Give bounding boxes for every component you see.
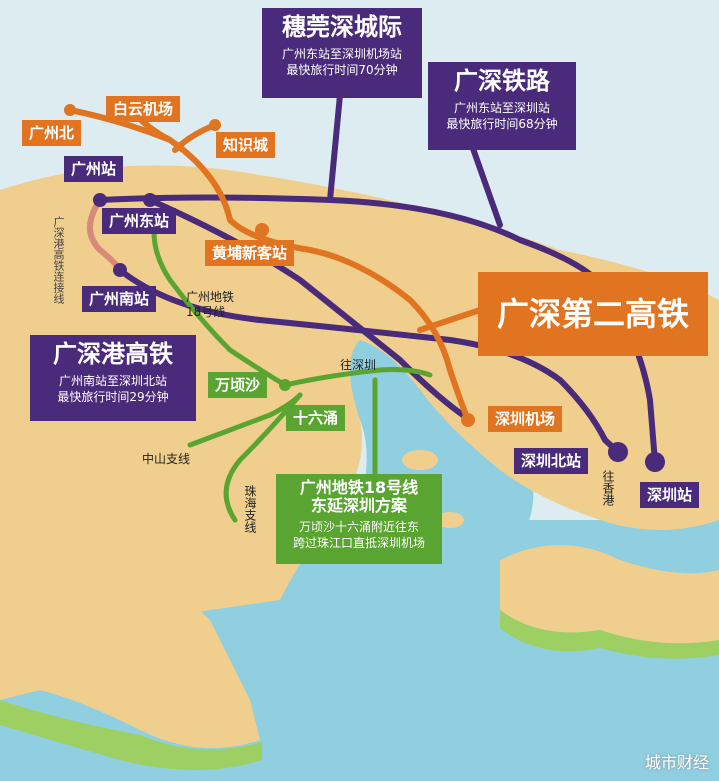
label-to-shenzhen: 往深圳 xyxy=(340,358,377,372)
station-guangzhou-north: 广州北 xyxy=(22,120,82,146)
callout-guangshen-line2: 最快旅行时间68分钟 xyxy=(446,116,558,131)
station-guangzhou-east: 广州东站 xyxy=(102,208,177,234)
line-suiguan-intercity xyxy=(147,197,473,423)
callout-metro18-line1: 万顷沙十六涌附近往东 xyxy=(298,519,419,534)
callout-guangshen-line1: 广州东站至深圳站 xyxy=(453,100,550,115)
line-metro-18-extension xyxy=(282,367,433,388)
callout-suiguan-line1: 广州东站至深圳机场站 xyxy=(281,46,402,61)
east-land xyxy=(500,545,719,644)
suiguan-pointer xyxy=(327,92,343,203)
station-baiyun-airport: 白云机场 xyxy=(106,96,181,122)
station-shenzhen-airport: 深圳机场 xyxy=(488,406,563,432)
label-to-hongkong: 往香港 xyxy=(601,470,615,506)
label-zhuhai-branch: 珠海支线 xyxy=(243,485,257,533)
callout-suiguan-title: 穗莞深城际 xyxy=(282,13,402,41)
orange-pointer xyxy=(417,307,483,333)
station-zhishicheng: 知识城 xyxy=(216,132,276,158)
station-wanqingsha: 万顷沙 xyxy=(208,372,268,398)
callout-second-hsr: 广深第二高铁 xyxy=(478,272,708,356)
callout-suiguan-intercity: 穗莞深城际 广州东站至深圳机场站 最快旅行时间70分钟 xyxy=(262,8,422,98)
guangshen-pointer xyxy=(467,137,503,228)
station-dots xyxy=(64,104,665,472)
callout-guangshen-railway: 广深铁路 广州东站至深圳站 最快旅行时间68分钟 xyxy=(428,62,576,150)
callout-gsh-title: 广深港高铁 xyxy=(53,340,173,368)
station-guangzhou: 广州站 xyxy=(64,156,124,182)
callout-guangshen-title: 广深铁路 xyxy=(454,67,550,95)
station-huangpu: 黄埔新客站 xyxy=(205,240,295,266)
callout-metro18-title1: 广州地铁18号线 xyxy=(299,478,419,497)
label-metro18: 广州地铁18号线 xyxy=(186,290,235,319)
label-hsr-connector: 广深港高铁连接线 xyxy=(52,216,65,304)
watermark: 城市财经 xyxy=(644,753,709,772)
callout-metro18-line2: 跨过珠江口直抵深圳机场 xyxy=(292,535,425,550)
label-zhongshan-branch: 中山支线 xyxy=(142,452,191,466)
callout-gsh-line2: 最快旅行时间29分钟 xyxy=(57,389,169,404)
station-guangzhou-south: 广州南站 xyxy=(82,286,157,312)
callout-metro18-extension: 广州地铁18号线 东延深圳方案 万顷沙十六涌附近往东 跨过珠江口直抵深圳机场 xyxy=(276,474,442,564)
callout-suiguan-line2: 最快旅行时间70分钟 xyxy=(286,62,398,77)
station-shenzhen-north: 深圳北站 xyxy=(514,448,589,474)
station-shiliuchong: 十六涌 xyxy=(286,405,346,431)
line-metro-18 xyxy=(151,217,288,388)
callout-gsh-line1: 广州南站至深圳北站 xyxy=(58,373,167,388)
west-land xyxy=(0,550,260,748)
callout-second-hsr-title: 广深第二高铁 xyxy=(496,294,689,333)
line-zhuhai-branch xyxy=(223,392,303,523)
line-gsh-hsr xyxy=(117,267,621,455)
station-shenzhen: 深圳站 xyxy=(640,482,700,508)
callout-metro18-title2: 东延深圳方案 xyxy=(310,496,407,516)
callout-gsh-hsr: 广深港高铁 广州南站至深圳北站 最快旅行时间29分钟 xyxy=(30,335,196,421)
